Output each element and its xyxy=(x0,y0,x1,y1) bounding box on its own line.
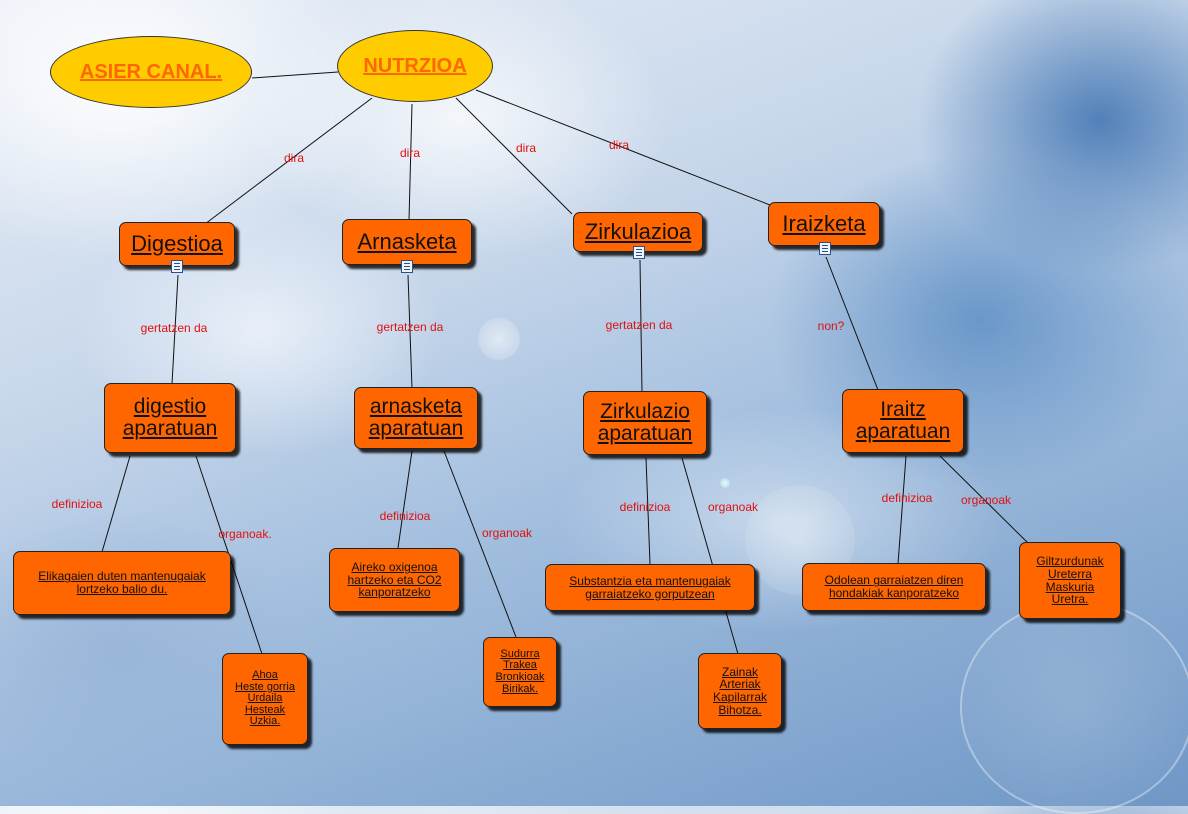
concept-arnasketa[interactable]: Arnasketa xyxy=(342,219,472,265)
author-text: ASIER CANAL. xyxy=(79,60,223,83)
link-label-definizioa: definizioa xyxy=(379,509,431,523)
concept-zirkulazioa[interactable]: Zirkulazioa xyxy=(573,212,703,252)
link-label-dira: dira xyxy=(399,146,421,160)
document-icon[interactable] xyxy=(401,260,413,273)
concept-digestioa[interactable]: Digestioa xyxy=(119,222,235,266)
link-label-dira: dira xyxy=(515,141,537,155)
link-label-definizioa: definizioa xyxy=(51,497,103,511)
link-label-gertatzen-da: gertatzen da xyxy=(140,321,208,335)
concept-label: Zirkulazioa xyxy=(584,219,692,244)
link-label-non: non? xyxy=(817,319,845,333)
root-concept[interactable]: NUTRZIOA xyxy=(337,30,493,102)
link-label-gertatzen-da: gertatzen da xyxy=(605,318,673,332)
root-text: NUTRZIOA xyxy=(363,54,467,77)
document-icon[interactable] xyxy=(633,246,645,259)
concept-label: Arnasketa xyxy=(357,229,457,254)
document-icon[interactable] xyxy=(819,242,831,255)
link-label-organoak: organoak xyxy=(707,500,759,514)
link-label-organoak: organoak xyxy=(960,493,1012,507)
document-icon[interactable] xyxy=(171,260,183,273)
concept-label: Digestioa xyxy=(131,231,223,256)
link-label-organoak: organoak. xyxy=(218,527,272,541)
link-label-definizioa: definizioa xyxy=(881,491,933,505)
link-label-gertatzen-da: gertatzen da xyxy=(376,320,444,334)
concept-iraizketa[interactable]: Iraizketa xyxy=(768,202,880,246)
link-label-dira: dira xyxy=(283,151,305,165)
link-label-organoak: organoak xyxy=(481,526,533,540)
author-ellipse[interactable]: ASIER CANAL. xyxy=(50,36,252,108)
link-label-definizioa: definizioa xyxy=(619,500,671,514)
link-label-dira: dira xyxy=(608,138,630,152)
concept-label: Iraizketa xyxy=(782,211,866,236)
